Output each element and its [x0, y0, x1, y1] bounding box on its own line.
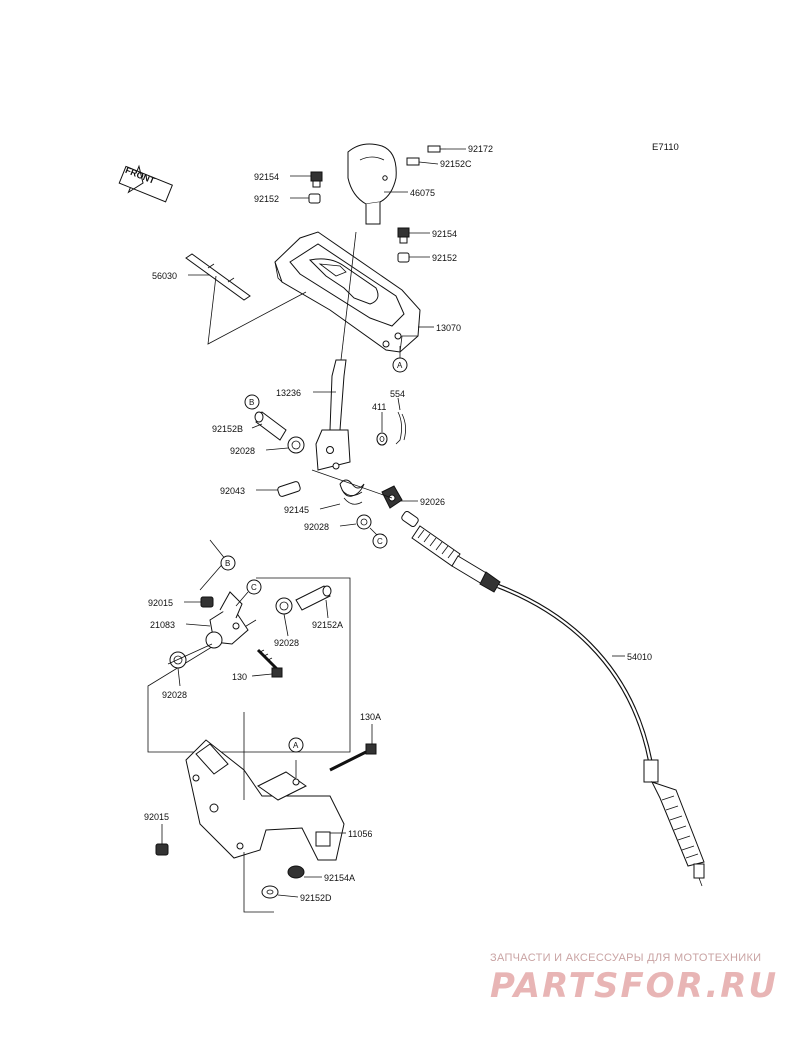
part-label-11056: 11056 — [348, 829, 372, 839]
part-label-92043: 92043 — [220, 486, 245, 496]
nut-92015-a — [200, 596, 214, 608]
washer-92152d — [261, 885, 279, 899]
bushing-92028-d — [169, 651, 187, 669]
ref-marker-a-low: A — [288, 737, 304, 753]
part-label-92154-top: 92154 — [254, 172, 279, 182]
collar-92152b — [254, 411, 287, 441]
svg-text:C: C — [251, 583, 257, 592]
washer-411 — [376, 432, 388, 446]
ref-marker-c-low: C — [246, 579, 262, 595]
pin-92043 — [277, 481, 301, 497]
spring-92145 — [339, 479, 365, 505]
svg-text:B: B — [225, 559, 230, 568]
ref-marker-b-top: B — [244, 394, 260, 410]
part-label-130: 130 — [232, 672, 247, 682]
ref-marker-a-top: A — [392, 357, 408, 373]
pin-554 — [395, 411, 406, 445]
part-label-92172: 92172 — [468, 144, 493, 154]
part-label-411: 411 — [372, 402, 386, 412]
part-label-92152d: 92152D — [300, 893, 332, 903]
part-label-54010: 54010 — [627, 652, 652, 662]
part-label-92028-c: 92028 — [274, 638, 299, 648]
part-label-92152b: 92152B — [212, 424, 243, 434]
shift-knob — [347, 143, 397, 225]
clip-92026 — [381, 485, 403, 509]
diagram-code: E7110 — [652, 142, 679, 153]
collar-92152a — [295, 585, 332, 611]
bolt-92154-top — [310, 171, 323, 188]
part-label-554: 554 — [390, 389, 405, 399]
part-label-92152c: 92152C — [440, 159, 472, 169]
part-label-92026: 92026 — [420, 497, 445, 507]
shift-console-13070 — [274, 231, 421, 353]
svg-text:C: C — [377, 537, 383, 546]
part-label-92154-mid: 92154 — [432, 229, 457, 239]
part-label-92152-top: 92152 — [254, 194, 279, 204]
nut-92015-b — [155, 843, 169, 856]
watermark-tagline: ЗАПЧАСТИ И АКСЕССУАРЫ ДЛЯ МОТОТЕХНИКИ — [490, 952, 762, 964]
part-label-56030: 56030 — [152, 271, 177, 281]
part-label-92152a: 92152A — [312, 620, 343, 630]
collar-92152c — [406, 157, 420, 166]
watermark-logo: PARTSFOR.RU — [490, 966, 779, 1006]
part-label-92028-a: 92028 — [230, 446, 255, 456]
collar-92152-mid — [397, 252, 410, 263]
bolt-130 — [256, 648, 283, 678]
svg-text:A: A — [293, 741, 299, 750]
cap-screw-92172 — [427, 145, 446, 153]
part-label-13236: 13236 — [276, 388, 301, 398]
collar-92152-top — [308, 193, 321, 204]
bracket-56030 — [185, 253, 251, 301]
bushing-92028-b — [356, 514, 372, 530]
front-arrow-icon — [118, 164, 173, 203]
part-label-130a: 130A — [360, 712, 381, 722]
bushing-92028-a — [287, 436, 305, 454]
svg-text:A: A — [397, 361, 403, 370]
shift-cable-54010 — [401, 510, 705, 887]
part-label-92145: 92145 — [284, 505, 309, 515]
part-label-92028-d: 92028 — [162, 690, 187, 700]
part-label-92152-mid: 92152 — [432, 253, 457, 263]
bolt-92154-mid — [397, 227, 410, 244]
bushing-92028-c — [275, 597, 293, 615]
shift-lever-13236 — [315, 359, 351, 471]
part-label-13070: 13070 — [436, 323, 461, 333]
part-label-92015-a: 92015 — [148, 598, 173, 608]
mount-bracket-11056 — [185, 739, 345, 861]
svg-text:B: B — [249, 398, 254, 407]
part-label-92028-b: 92028 — [304, 522, 329, 532]
bolt-130a — [329, 743, 377, 772]
bracket-21083 — [205, 591, 249, 649]
ref-marker-b-low: B — [220, 555, 236, 571]
ref-marker-c-top: C — [372, 533, 388, 549]
part-label-46075: 46075 — [410, 188, 435, 198]
part-label-92154a: 92154A — [324, 873, 355, 883]
part-label-21083: 21083 — [150, 620, 175, 630]
part-label-92015-b: 92015 — [144, 812, 169, 822]
bolt-92154a — [287, 865, 305, 879]
